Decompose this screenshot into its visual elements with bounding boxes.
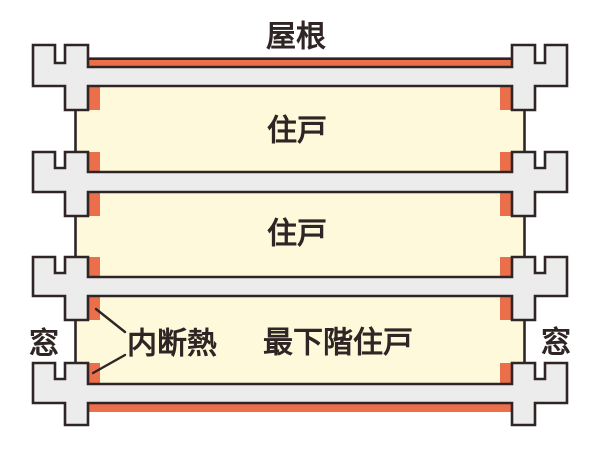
diagram-labels: 屋根 住戸 住戸 最下階住戸 内断熱 窓 窓 [29,21,571,361]
window-left-label: 窓 [29,327,59,361]
wall-insulation-right-3 [500,192,512,216]
wall-insulation-left-3 [88,192,100,216]
leader-line-lower [91,353,127,375]
wall-insulation-right-1 [500,86,512,110]
wall-insulation-right-2 [500,152,512,172]
dwelling-upper-label: 住戸 [267,115,327,148]
window-glass-lines [74,110,526,364]
dwelling-middle-label: 住戸 [267,218,327,251]
wall-insulation-left-5 [88,296,100,320]
leader-line-upper [94,307,127,334]
floor-insulation-strip [88,404,512,412]
dwelling-lowest-label: 最下階住戸 [263,327,413,360]
roof-label: 屋根 [266,21,326,54]
bottom-slab-and-walls [31,361,569,427]
wall-insulation-right-6 [500,363,512,384]
floor-slab-3-and-walls [31,255,569,322]
wall-insulation-right-4 [500,257,512,277]
floor-slab-2-and-walls [31,150,569,218]
room-middle-window-band [77,216,523,257]
wall-insulation-left-4 [88,257,100,277]
room-lowest-window-band [77,320,523,363]
interior-insulation-label: 内断熱 [127,328,217,361]
wall-insulation-left-1 [88,86,100,110]
window-right-label: 窓 [541,326,571,360]
room-upper-window-band [77,110,523,152]
insulation-leader-lines [91,307,127,375]
dwelling-rooms [77,86,523,384]
wall-insulation-left-2 [88,152,100,172]
concrete-structure [31,43,569,427]
insulation-layers [88,60,512,412]
wall-insulation-right-5 [500,296,512,320]
roof-slab-and-walls [31,43,569,112]
roof-insulation-strip [88,60,512,68]
